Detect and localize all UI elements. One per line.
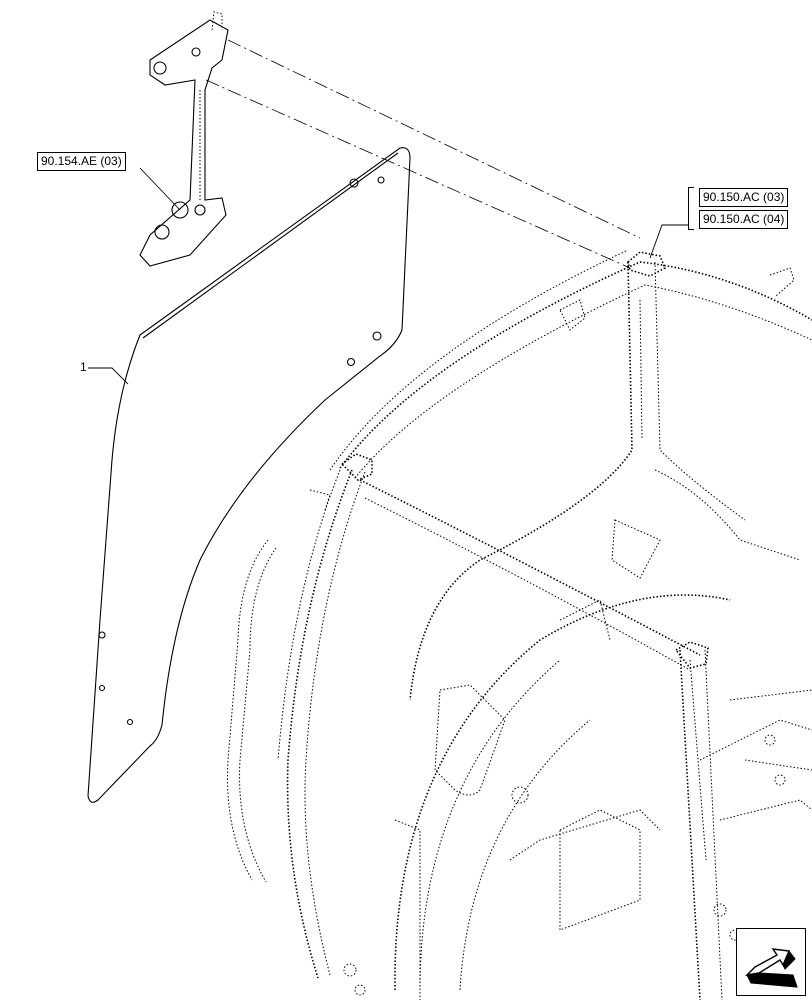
item-number-1: 1	[80, 360, 87, 374]
return-button[interactable]	[736, 928, 806, 996]
cab-frame	[227, 249, 812, 1000]
return-arrow-icon	[744, 948, 798, 988]
leader-lines	[88, 167, 688, 385]
projection-lines	[205, 39, 641, 269]
ref-cab-frame-1[interactable]: 90.150.AC (03)	[699, 188, 789, 207]
ref-group-bracket	[688, 187, 694, 230]
hinge-bracket	[139, 11, 229, 267]
ref-cab-frame-2[interactable]: 90.150.AC (04)	[699, 210, 789, 229]
ref-hinge-bracket[interactable]: 90.154.AE (03)	[37, 152, 126, 171]
glass-panel	[87, 147, 411, 803]
